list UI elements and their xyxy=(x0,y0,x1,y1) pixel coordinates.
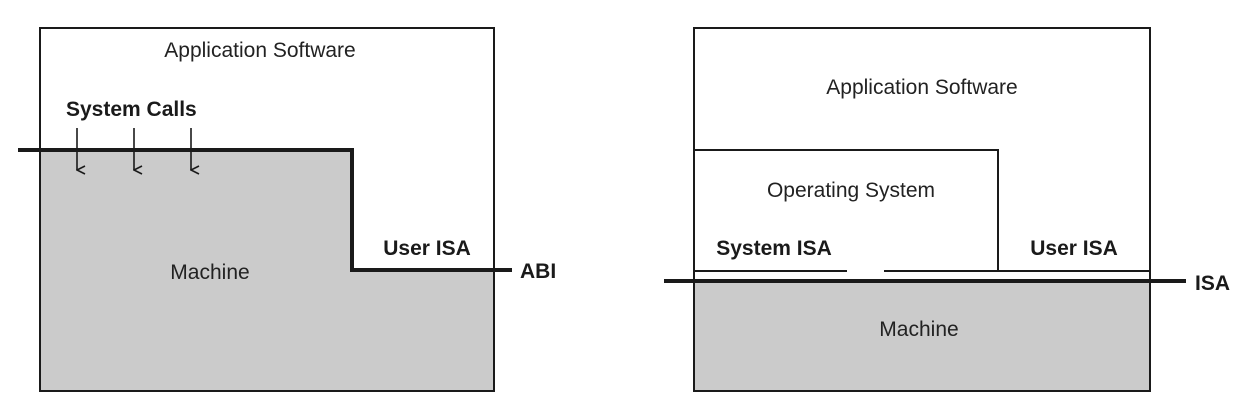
operating-system-label: Operating System xyxy=(767,179,935,202)
left-machine-region xyxy=(40,150,494,391)
right-machine-region xyxy=(694,281,1150,391)
right-user-isa-label: User ISA xyxy=(1030,237,1118,260)
left-machine-label: Machine xyxy=(170,261,249,284)
right-diagram: Application Software Operating System Sy… xyxy=(664,27,1230,392)
system-isa-label: System ISA xyxy=(716,237,832,260)
system-calls-label: System Calls xyxy=(66,98,197,121)
left-diagram: Application Software System Calls Machin… xyxy=(18,27,556,392)
right-machine-label: Machine xyxy=(879,318,958,341)
abi-label: ABI xyxy=(520,260,556,283)
right-outer-box xyxy=(693,27,1151,392)
operating-system-box xyxy=(694,149,999,271)
abi-interface-line xyxy=(18,148,512,272)
left-outer-border xyxy=(39,27,495,392)
left-application-software-label: Application Software xyxy=(164,39,355,62)
isa-label: ISA xyxy=(1195,272,1230,295)
left-user-isa-label: User ISA xyxy=(383,237,471,260)
right-application-software-label: Application Software xyxy=(826,76,1017,99)
